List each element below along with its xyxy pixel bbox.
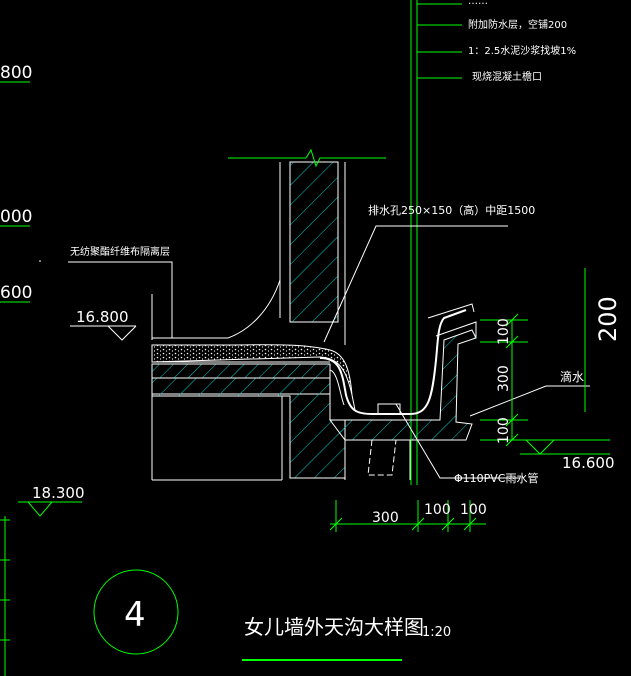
note-top-cut: …… bbox=[468, 0, 488, 7]
dim-right-200: 200 bbox=[594, 296, 622, 342]
dim-bottom-300: 300 bbox=[372, 510, 399, 526]
elevation-mark-18300 bbox=[18, 501, 82, 517]
right-dimensions bbox=[480, 268, 586, 447]
detail-title: 女儿墙外天沟大样图 bbox=[244, 615, 424, 639]
callout-drip: 滴水 bbox=[560, 369, 584, 384]
callout-drain-hole: 排水孔250×150（高）中距1500 bbox=[368, 203, 535, 217]
dim-100-top: 100 bbox=[496, 318, 512, 345]
elev-label-800: 800 bbox=[0, 63, 32, 83]
bottom-dimensions bbox=[329, 500, 486, 532]
note-layer-1: 附加防水层，空铺200 bbox=[468, 18, 567, 31]
left-elevation-lines bbox=[0, 81, 30, 303]
dim-bottom-100-a: 100 bbox=[424, 502, 451, 518]
note-layer-2: 1：2.5水泥沙浆找坡1% bbox=[468, 44, 576, 57]
title-block bbox=[93, 569, 402, 661]
detail-circle bbox=[93, 569, 179, 655]
roof-layers bbox=[68, 261, 356, 481]
elev-label-000: 000 bbox=[0, 207, 32, 227]
elevation-mark-16800 bbox=[70, 325, 137, 341]
elevation-mark-16600 bbox=[520, 439, 610, 455]
callout-pipe: Φ110PVC雨水管 bbox=[454, 471, 539, 485]
parapet-wall bbox=[227, 148, 386, 345]
dim-bottom-100-b: 100 bbox=[460, 502, 487, 518]
detail-number: 4 bbox=[124, 595, 146, 635]
elev-label-600: 600 bbox=[0, 283, 32, 303]
detail-scale: 1:20 bbox=[422, 625, 451, 640]
elev-16600: 16.600 bbox=[562, 454, 615, 472]
dim-300-mid: 300 bbox=[496, 365, 512, 392]
elev-16800: 16.800 bbox=[76, 308, 129, 326]
callout-lines bbox=[39, 225, 590, 479]
note-layer-3: 现烧混凝土檐口 bbox=[472, 70, 542, 83]
layer-leader-group bbox=[410, 0, 462, 485]
gutter bbox=[319, 303, 477, 480]
left-tick-column bbox=[0, 516, 10, 676]
callout-isolation: 无纺聚酯纤维布隔离层 bbox=[70, 245, 170, 258]
elev-18300: 18.300 bbox=[32, 484, 85, 502]
dim-100-bot: 100 bbox=[496, 417, 512, 444]
